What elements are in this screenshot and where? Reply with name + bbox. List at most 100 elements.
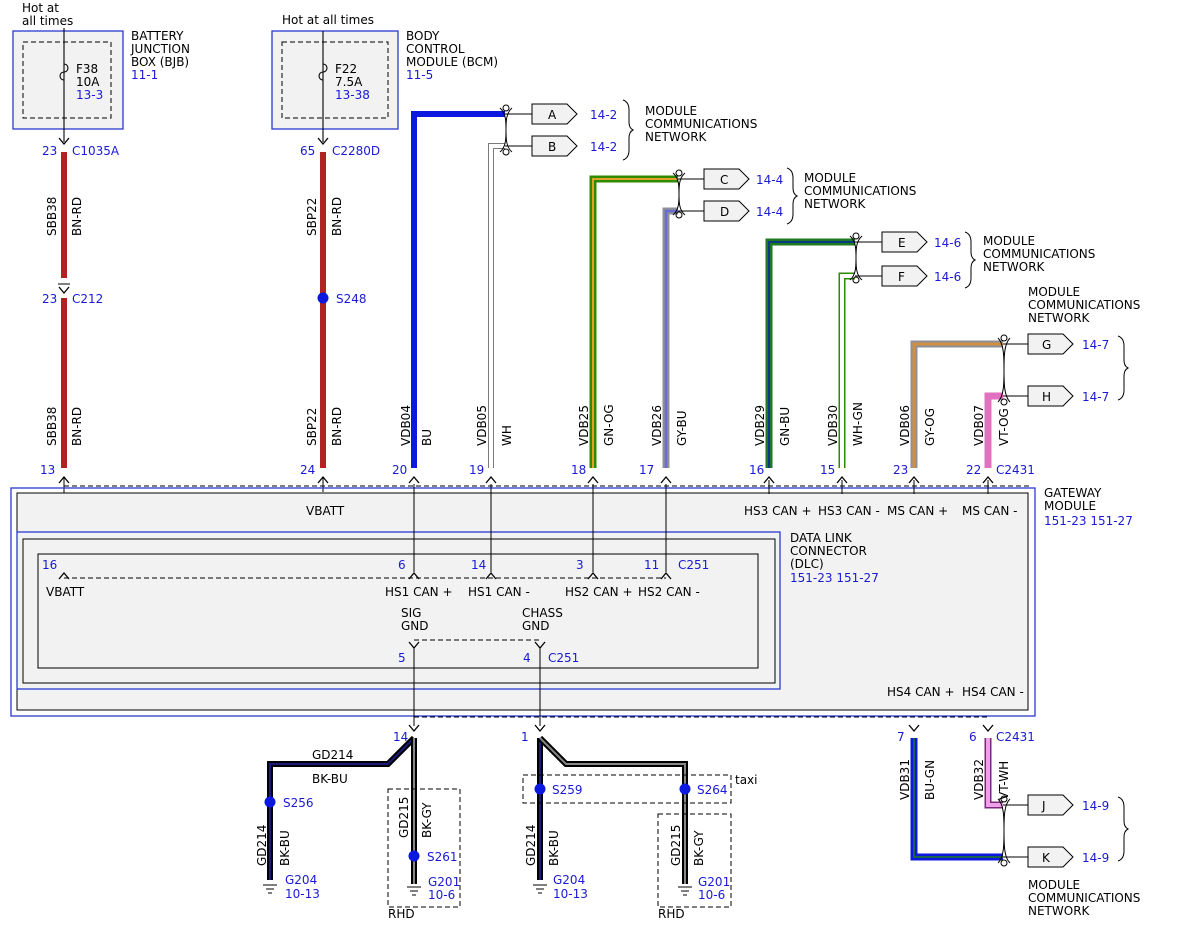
gateway-refs: 151-23 151-27 [1044, 514, 1133, 528]
svg-text:A: A [548, 108, 557, 122]
flag-j[interactable]: J 14-9 [1027, 794, 1109, 816]
dlc-chass-1: CHASS [522, 606, 563, 620]
bjb-gw-pin: 13 [40, 463, 55, 477]
gd214-label-right: GD214 [524, 825, 538, 866]
wire-pin-20: 20 [392, 463, 407, 477]
taxi-box [522, 774, 732, 804]
ground-icon [407, 886, 421, 896]
hs4-pin-6: 6 [969, 730, 977, 744]
flag-k[interactable]: K 14-9 [1027, 846, 1109, 868]
dlc-connector-2: C251 [548, 651, 579, 665]
svg-text:14-2: 14-2 [590, 140, 617, 154]
bk-gy-label-right: BK-GY [692, 830, 706, 866]
bcm-name-2: CONTROL [406, 42, 465, 56]
splice-s256: S256 [283, 796, 314, 810]
svg-text:14-7: 14-7 [1082, 390, 1109, 404]
svg-text:14-6: 14-6 [934, 270, 961, 284]
bcm-name-1: BODY [406, 29, 440, 43]
taxi-label: taxi [735, 773, 758, 787]
gnd-pin-1: 1 [521, 730, 529, 744]
wire-sbp22 [320, 152, 326, 468]
splice-dot [408, 850, 420, 862]
gateway-name-2: MODULE [1044, 499, 1096, 513]
wire-label-vdb06: VDB06 [898, 405, 912, 446]
bcm-amps: 7.5A [335, 75, 363, 89]
flag-a[interactable]: A 14-2 [531, 103, 617, 125]
flag-g[interactable]: G 14-7 [1027, 333, 1109, 355]
gateway-name-1: GATEWAY [1044, 486, 1102, 500]
dlc-chass-2: GND [522, 619, 550, 633]
svg-text:COMMUNICATIONS: COMMUNICATIONS [983, 247, 1095, 261]
wire-color-vdb25: GN-OG [602, 404, 616, 446]
wire-vdb04 [411, 111, 505, 468]
svg-text:COMMUNICATIONS: COMMUNICATIONS [804, 184, 916, 198]
hs4-wires: 7 6 C2431 VDB31 BU-GN VDB32 VT-WH [897, 730, 1035, 867]
dlc-outline [16, 531, 781, 690]
svg-text:14-9: 14-9 [1082, 851, 1109, 865]
svg-text:NETWORK: NETWORK [1028, 904, 1091, 918]
dlc-hs2-neg: HS2 CAN - [638, 585, 700, 599]
gateway-hs4-neg: HS4 CAN - [962, 685, 1024, 699]
ground-g201-right: G201 [698, 875, 730, 889]
ground-icon [678, 886, 692, 896]
rhd-label-left: RHD [388, 907, 415, 921]
dlc-name-3: (DLC) [790, 557, 824, 571]
twisted-pair-marks [499, 104, 1011, 406]
bjb-name-1: BATTERY [131, 29, 184, 43]
mcn-label-3: MODULE [983, 234, 1035, 248]
can-wires: VDB04 BU VDB05 WH VDB25 GN-OG VDB26 GY-B… [392, 104, 1035, 484]
mcn-label-4: MODULE [1028, 285, 1080, 299]
flag-f[interactable]: F 14-6 [881, 265, 961, 287]
gateway-outline [10, 487, 1036, 717]
flag-d[interactable]: D 14-4 [703, 200, 783, 222]
dlc-hs1-neg: HS1 CAN - [468, 585, 530, 599]
bjb-box [12, 30, 124, 130]
wire-sbb38-lower [61, 298, 67, 468]
bcm-ref: 11-5 [406, 68, 433, 82]
gateway-ms-neg: MS CAN - [962, 504, 1018, 518]
gateway-hs4-pos: HS4 CAN + [887, 685, 955, 699]
wire-label-vdb32: VDB32 [972, 759, 986, 800]
wire-color-vdb31: BU-GN [923, 760, 937, 800]
ground-g201-ref-right: 10-6 [698, 888, 725, 902]
svg-text:14-4: 14-4 [756, 205, 783, 219]
svg-text:14-9: 14-9 [1082, 799, 1109, 813]
gd214-label-left: GD214 [255, 825, 269, 866]
flags: A 14-2 B 14-2 C 14-4 D 14-4 E 14-6 F 14-… [531, 99, 1140, 918]
svg-text:K: K [1042, 851, 1051, 865]
ground-g204-ref-left: 10-13 [285, 887, 320, 901]
bjb-ref: 11-1 [131, 68, 158, 82]
bcm-pin: 65 [300, 144, 315, 158]
flag-e[interactable]: E 14-6 [881, 231, 961, 253]
wire-pin-23: 23 [893, 463, 908, 477]
bjb-color-lower: BN-RD [70, 407, 84, 446]
dlc-inner [37, 553, 759, 669]
bcm-color-lower: BN-RD [330, 407, 344, 446]
svg-text:COMMUNICATIONS: COMMUNICATIONS [1028, 298, 1140, 312]
gd215-label-left: GD215 [397, 797, 411, 838]
fuse-icon [59, 63, 69, 81]
brace-marks [622, 99, 1130, 862]
bjb-inline-pin: 23 [42, 292, 57, 306]
svg-text:C: C [720, 173, 728, 187]
rhd-box-left [387, 788, 461, 908]
bjb-name-2: JUNCTION [130, 42, 190, 56]
wire-pin-17: 17 [639, 463, 654, 477]
flag-b[interactable]: B 14-2 [531, 135, 617, 157]
bjb-hot-label-2: all times [22, 14, 73, 28]
bcm-name-3: MODULE (BCM) [406, 55, 498, 69]
wire-pin-19: 19 [469, 463, 484, 477]
bcm-color-upper: BN-RD [330, 197, 344, 236]
wire-pin-16: 16 [749, 463, 764, 477]
bjb-circuit-upper: SBB38 [45, 197, 59, 236]
flag-h[interactable]: H 14-7 [1027, 385, 1109, 407]
dlc-block: DATA LINK CONNECTOR (DLC) 151-23 151-27 … [16, 480, 989, 726]
wire-pin-18: 18 [571, 463, 586, 477]
svg-text:E: E [898, 236, 906, 250]
svg-text:NETWORK: NETWORK [1028, 311, 1091, 325]
flag-c[interactable]: C 14-4 [703, 168, 783, 190]
bjb-hot-label-1: Hot at [22, 1, 59, 15]
dlc-sig-1: SIG [401, 606, 421, 620]
svg-text:14-4: 14-4 [756, 173, 783, 187]
